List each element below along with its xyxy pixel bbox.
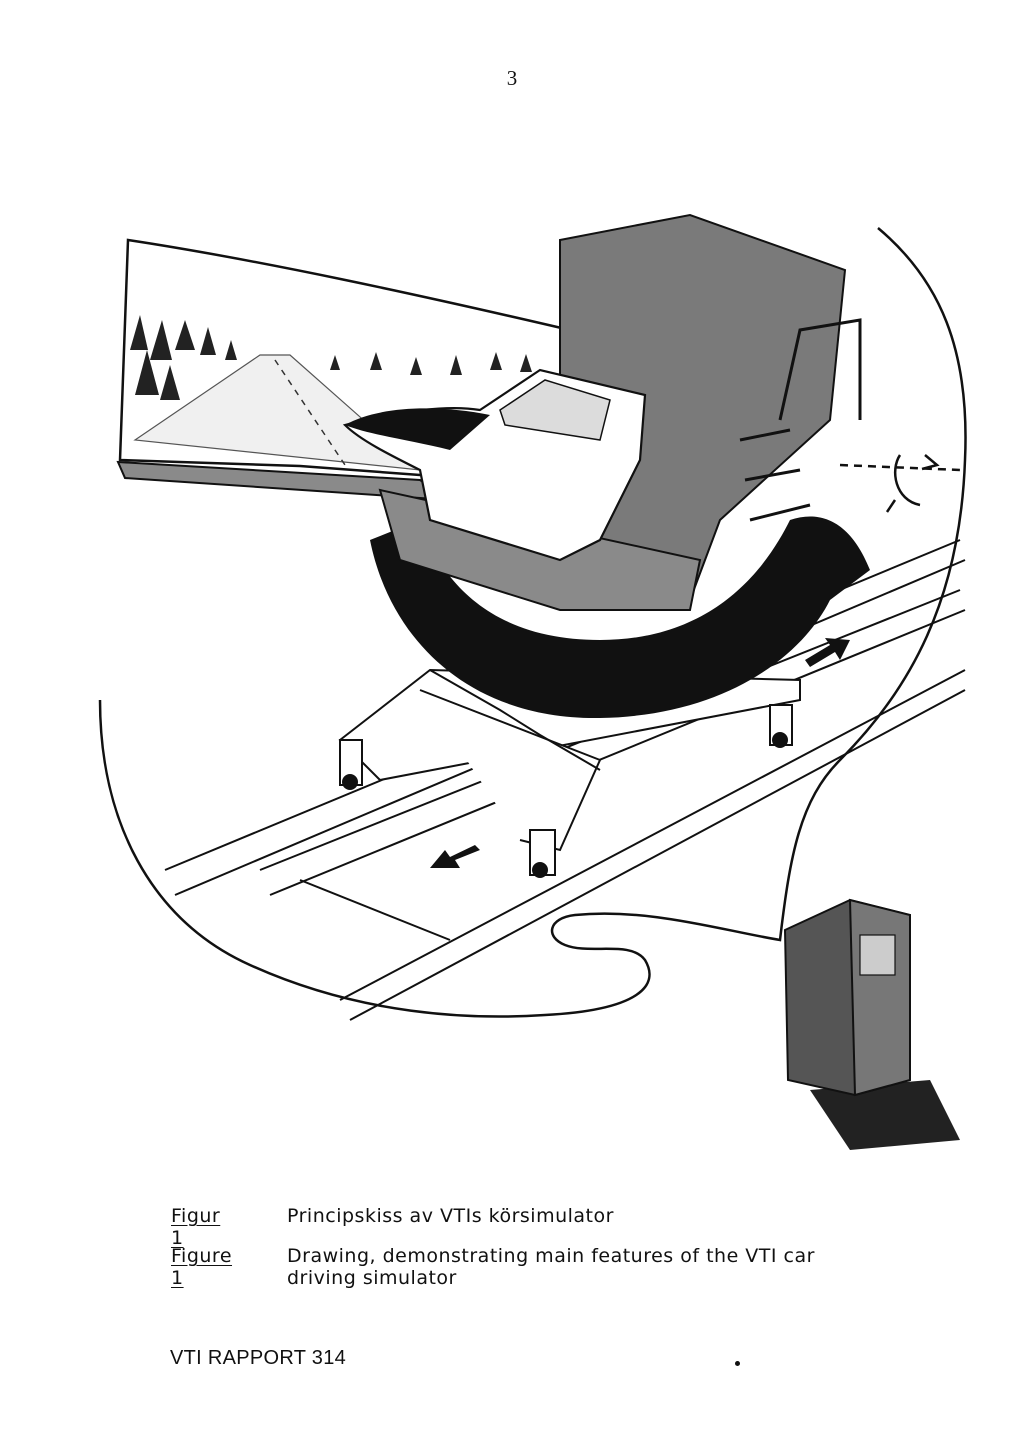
callout-outline <box>98 227 967 1018</box>
screen-road <box>133 354 422 471</box>
screen-trees <box>130 315 532 400</box>
page-number: 3 <box>506 66 518 90</box>
report-footer: VTI RAPPORT 314 <box>170 1347 347 1369</box>
wheels <box>342 732 788 878</box>
caption-text: Principskiss av VTIs körsimulator <box>287 1205 614 1227</box>
access-ladder <box>739 318 862 522</box>
car-hood <box>345 408 490 450</box>
caption-text: Drawing, demonstrating main features of … <box>287 1245 815 1289</box>
rotation-arrow-icon <box>839 454 961 513</box>
screen-road-centerline <box>274 359 346 466</box>
caption-label: Figur 1 <box>171 1205 221 1249</box>
rotation-ring <box>370 516 870 719</box>
direction-arrow-icon <box>430 845 480 868</box>
caption-label: Figure 1 <box>171 1245 233 1289</box>
car-window <box>499 379 611 441</box>
computer-cabinet <box>783 898 960 1150</box>
stray-dot <box>735 1361 740 1366</box>
direction-arrow-icon <box>805 638 850 667</box>
